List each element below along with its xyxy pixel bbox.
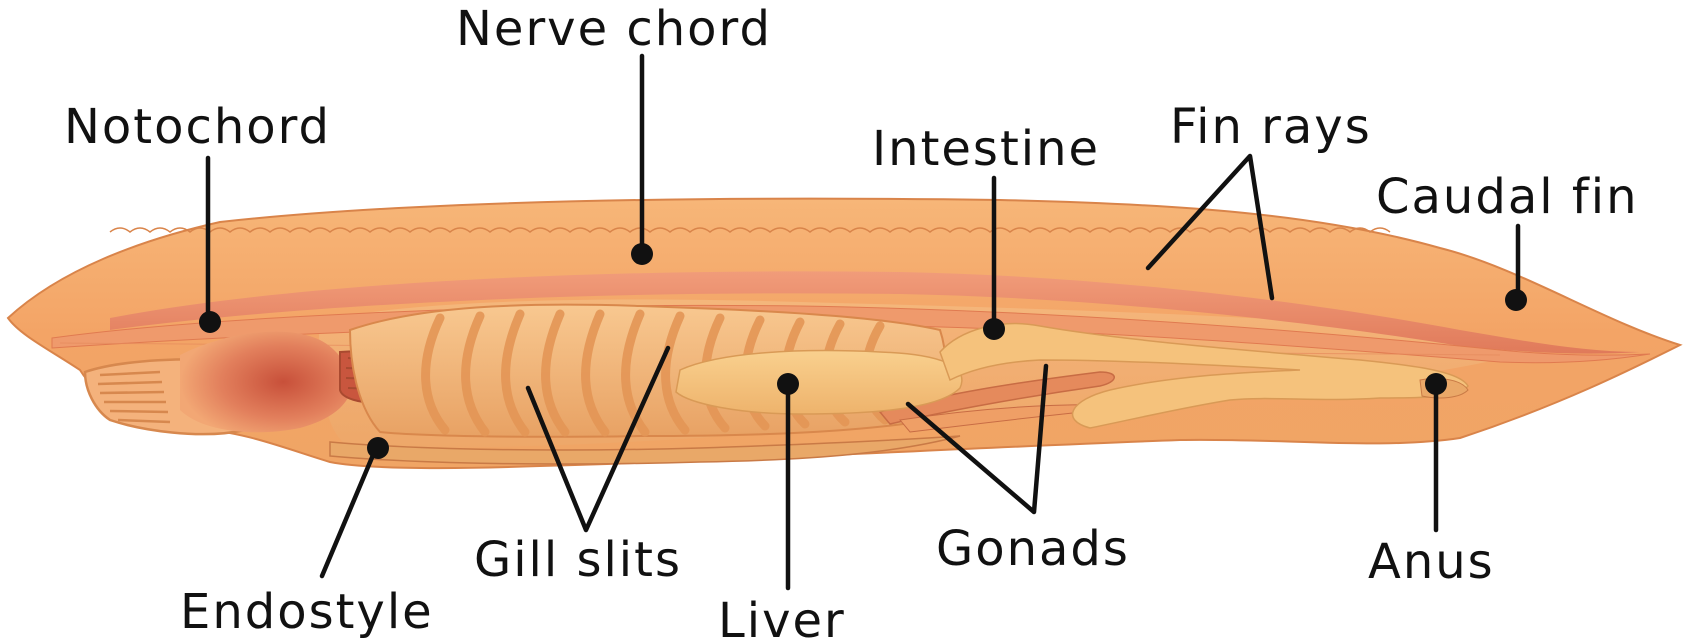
label-endostyle: Endostyle [180,584,434,640]
notochord-dot [199,311,221,333]
label-caudal-fin: Caudal fin [1376,169,1638,225]
label-notochord: Notochord [64,99,331,155]
label-liver: Liver [718,593,846,643]
oral-hood [180,332,352,433]
intestine-dot [983,318,1005,340]
label-gonads: Gonads [936,521,1130,577]
liver-dot [777,373,799,395]
liver [676,351,962,414]
label-anus: Anus [1368,534,1495,590]
nerve-chord-dot [631,243,653,265]
endostyle-dot [367,437,389,459]
anus-dot [1425,373,1447,395]
label-gill-slits: Gill slits [474,532,682,588]
label-intestine: Intestine [872,121,1100,177]
endostyle-leader [322,448,376,576]
label-nerve-chord: Nerve chord [456,1,772,57]
label-fin-rays: Fin rays [1170,99,1372,155]
caudal-fin-dot [1505,289,1527,311]
